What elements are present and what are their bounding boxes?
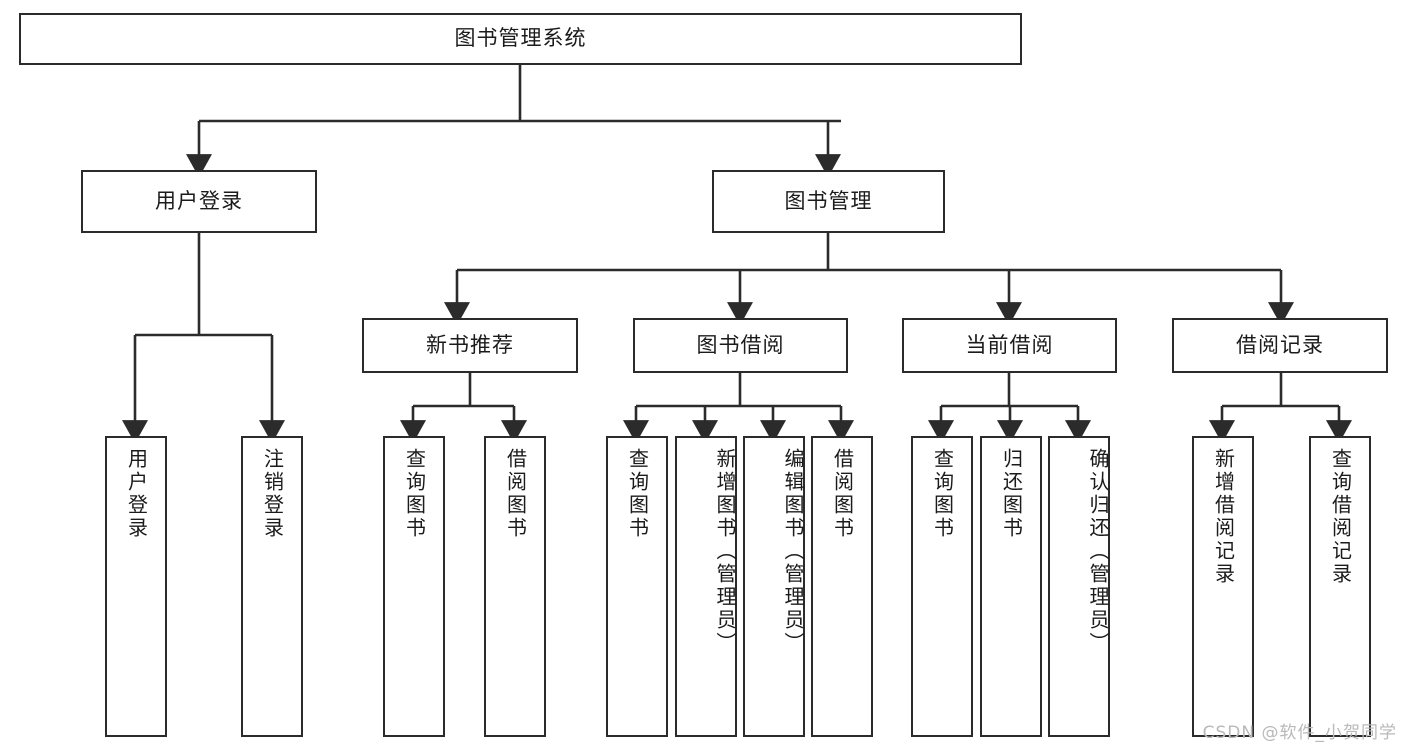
leaf-label: 借阅图书 xyxy=(503,448,528,540)
leaf-query-book-recommend[interactable]: 查询图书 xyxy=(383,436,445,737)
leaf-query-borrow-record[interactable]: 查询借阅记录 xyxy=(1309,436,1371,737)
leaf-logout[interactable]: 注销登录 xyxy=(241,436,303,737)
leaf-label: 查询图书 xyxy=(930,448,955,540)
node-book-borrow[interactable]: 图书借阅 xyxy=(633,318,848,373)
leaf-label: 归还图书 xyxy=(999,448,1024,540)
node-user-login[interactable]: 用户登录 xyxy=(81,170,317,233)
node-root-system[interactable]: 图书管理系统 xyxy=(19,13,1022,65)
leaf-borrow-book-recommend[interactable]: 借阅图书 xyxy=(484,436,546,737)
leaf-label: 确认归还（管理员） xyxy=(1086,448,1110,655)
leaf-label: 用户登录 xyxy=(124,448,149,540)
node-current-borrow[interactable]: 当前借阅 xyxy=(902,318,1117,373)
leaf-user-login[interactable]: 用户登录 xyxy=(105,436,167,737)
leaf-query-book-borrow[interactable]: 查询图书 xyxy=(606,436,668,737)
leaf-return-book[interactable]: 归还图书 xyxy=(980,436,1042,737)
leaf-label: 查询借阅记录 xyxy=(1328,448,1353,586)
node-book-management[interactable]: 图书管理 xyxy=(712,170,945,233)
node-new-book-recommend[interactable]: 新书推荐 xyxy=(362,318,578,373)
leaf-label: 查询图书 xyxy=(625,448,650,540)
leaf-edit-book-admin[interactable]: 编辑图书（管理员） xyxy=(743,436,805,737)
leaf-label: 编辑图书（管理员） xyxy=(781,448,805,655)
leaf-borrow-book[interactable]: 借阅图书 xyxy=(811,436,873,737)
leaf-add-book-admin[interactable]: 新增图书（管理员） xyxy=(675,436,737,737)
leaf-label: 注销登录 xyxy=(260,448,285,540)
leaf-query-book-current[interactable]: 查询图书 xyxy=(911,436,973,737)
node-borrow-records[interactable]: 借阅记录 xyxy=(1172,318,1388,373)
watermark-text: CSDN @软件_小贺同学 xyxy=(1202,723,1397,743)
leaf-label: 查询图书 xyxy=(402,448,427,540)
leaf-label: 借阅图书 xyxy=(830,448,855,540)
leaf-label: 新增图书（管理员） xyxy=(713,448,737,655)
leaf-add-borrow-record[interactable]: 新增借阅记录 xyxy=(1192,436,1254,737)
leaf-confirm-return-admin[interactable]: 确认归还（管理员） xyxy=(1048,436,1110,737)
leaf-label: 新增借阅记录 xyxy=(1211,448,1236,586)
